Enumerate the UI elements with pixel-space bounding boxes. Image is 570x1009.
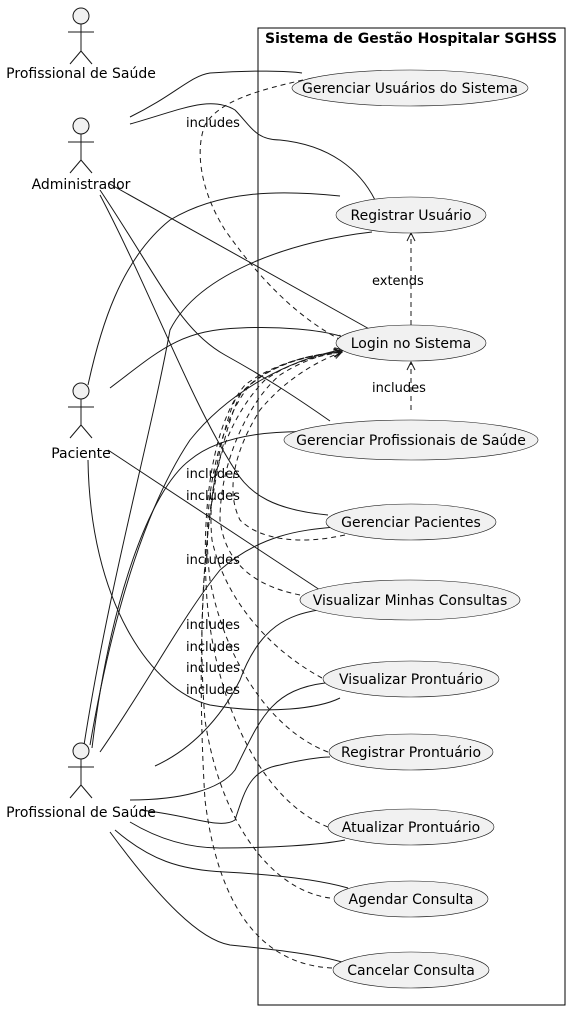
use-case-label: Cancelar Consulta: [347, 963, 475, 979]
actor-head: [72, 382, 90, 400]
actor-leg: [69, 159, 82, 174]
actor-leg: [80, 159, 93, 174]
includes-label: includes: [186, 618, 240, 633]
actor-label: Paciente: [51, 446, 111, 462]
use-case-registrar-usuario[interactable]: Registrar Usuário: [335, 196, 487, 234]
actor-head: [72, 117, 90, 135]
assoc-paciente-visualizar-consultas: [107, 449, 321, 591]
use-case-ellipse: [335, 324, 487, 362]
assoc-prof-gerenciar-pacientes: [99, 526, 336, 753]
use-case-gerenciar-pacientes[interactable]: Gerenciar Pacientes: [325, 503, 497, 541]
actor-administrador[interactable]: Administrador: [32, 117, 131, 193]
actor-head: [72, 742, 90, 760]
use-case-label: Atualizar Prontuário: [342, 820, 480, 836]
actor-paciente[interactable]: Paciente: [51, 382, 111, 462]
actor-label: Administrador: [32, 177, 131, 193]
use-case-label: Agendar Consulta: [349, 892, 474, 908]
use-case-cancelar-consulta[interactable]: Cancelar Consulta: [332, 951, 490, 989]
use-case-ellipse: [291, 69, 529, 107]
associations: [83, 70, 381, 964]
dependencies: [199, 79, 411, 969]
actor-profissional-top[interactable]: Profissional de Saúde: [6, 7, 156, 82]
includes-label: includes: [186, 640, 240, 655]
assoc-prof-atualizar-prontuario: [129, 821, 346, 849]
use-case-registrar-prontuario[interactable]: Registrar Prontuário: [328, 733, 494, 771]
includes-label: includes: [186, 661, 240, 676]
assoc-prof-agendar-consulta: [114, 829, 349, 889]
includes-label: includes: [186, 553, 240, 568]
use-case-label: Gerenciar Profissionais de Saúde: [296, 433, 526, 449]
assoc-prof-visualizar-prontuario: [129, 682, 326, 801]
extends-label: extends: [372, 274, 424, 289]
use-case-label: Registrar Usuário: [350, 208, 471, 224]
dep-gerenciar-usuarios-login: [199, 79, 345, 342]
includes-label: includes: [186, 489, 240, 504]
system-box: [257, 27, 566, 1006]
system-boundary: Sistema de Gestão Hospitalar SGHSS: [257, 27, 566, 1006]
includes-label: includes: [186, 116, 240, 131]
actor-head: [72, 7, 90, 25]
use-case-ellipse: [333, 880, 489, 918]
dep-gerenciar-pacientes-login: [232, 352, 346, 541]
use-case-agendar-consulta[interactable]: Agendar Consulta: [333, 880, 489, 918]
use-case-visualizar-prontuario[interactable]: Visualizar Prontuário: [322, 660, 500, 698]
use-case-ellipse: [325, 503, 497, 541]
use-case-ellipse: [332, 951, 490, 989]
includes-label: includes: [372, 381, 426, 396]
assoc-admin-login: [107, 182, 381, 336]
use-case-label: Visualizar Prontuário: [339, 672, 483, 688]
use-case-gerenciar-profissionais[interactable]: Gerenciar Profissionais de Saúde: [283, 419, 539, 461]
assoc-admin-gerenciar-pacientes: [99, 194, 329, 516]
assoc-prof-visualizar-consultas: [154, 609, 319, 767]
assoc-admin-registrar-usuario: [129, 103, 376, 201]
actor-leg: [80, 784, 93, 799]
assoc-paciente-registrar-usuario: [87, 192, 341, 386]
assoc-admin-gerenciar-profissionais: [99, 189, 331, 422]
use-case-label: Login no Sistema: [351, 336, 472, 352]
assoc-paciente-visualizar-prontuario: [87, 459, 341, 711]
use-case-gerenciar-usuarios[interactable]: Gerenciar Usuários do Sistema: [291, 69, 529, 107]
assoc-prof-login: [89, 349, 341, 746]
use-case-login[interactable]: Login no Sistema: [335, 324, 487, 362]
dep-visualizar-prontuario-login: [210, 352, 342, 679]
relation-labels: includes extends includes includes inclu…: [186, 116, 426, 698]
use-case-ellipse: [328, 733, 494, 771]
assoc-admin-gerenciar-usuarios: [129, 70, 303, 118]
use-case-label: Visualizar Minhas Consultas: [313, 593, 508, 609]
use-case-atualizar-prontuario[interactable]: Atualizar Prontuário: [327, 808, 495, 846]
actor-leg: [80, 50, 93, 65]
assoc-prof-registrar-usuario: [83, 231, 373, 746]
use-case-ellipse: [335, 196, 487, 234]
actor-leg: [80, 424, 93, 439]
actor-profissional[interactable]: Profissional de Saúde: [6, 742, 156, 821]
assoc-paciente-login: [109, 326, 341, 389]
includes-label: includes: [186, 467, 240, 482]
use-cases: Gerenciar Usuários do Sistema Registrar …: [283, 69, 539, 989]
dep-atualizar-prontuario-login: [204, 352, 342, 828]
assoc-prof-gerenciar-profissionais: [91, 431, 321, 749]
use-case-ellipse: [322, 660, 500, 698]
system-title: Sistema de Gestão Hospitalar SGHSS: [265, 31, 557, 47]
actors: Profissional de Saúde Administrador Paci…: [6, 7, 156, 821]
actor-leg: [69, 784, 82, 799]
use-case-visualizar-consultas[interactable]: Visualizar Minhas Consultas: [299, 579, 521, 621]
includes-label: includes: [186, 683, 240, 698]
use-case-ellipse: [283, 419, 539, 461]
use-case-label: Gerenciar Pacientes: [341, 515, 481, 531]
use-case-label: Registrar Prontuário: [341, 745, 481, 761]
assoc-prof-cancelar-consulta: [109, 831, 346, 964]
use-case-ellipse: [299, 579, 521, 621]
actor-label: Profissional de Saúde: [6, 66, 156, 82]
actor-leg: [69, 50, 82, 65]
actor-leg: [69, 424, 82, 439]
use-case-ellipse: [327, 808, 495, 846]
actor-label: Profissional de Saúde: [6, 805, 156, 821]
use-case-label: Gerenciar Usuários do Sistema: [302, 81, 518, 97]
assoc-prof-registrar-prontuario: [139, 756, 331, 824]
